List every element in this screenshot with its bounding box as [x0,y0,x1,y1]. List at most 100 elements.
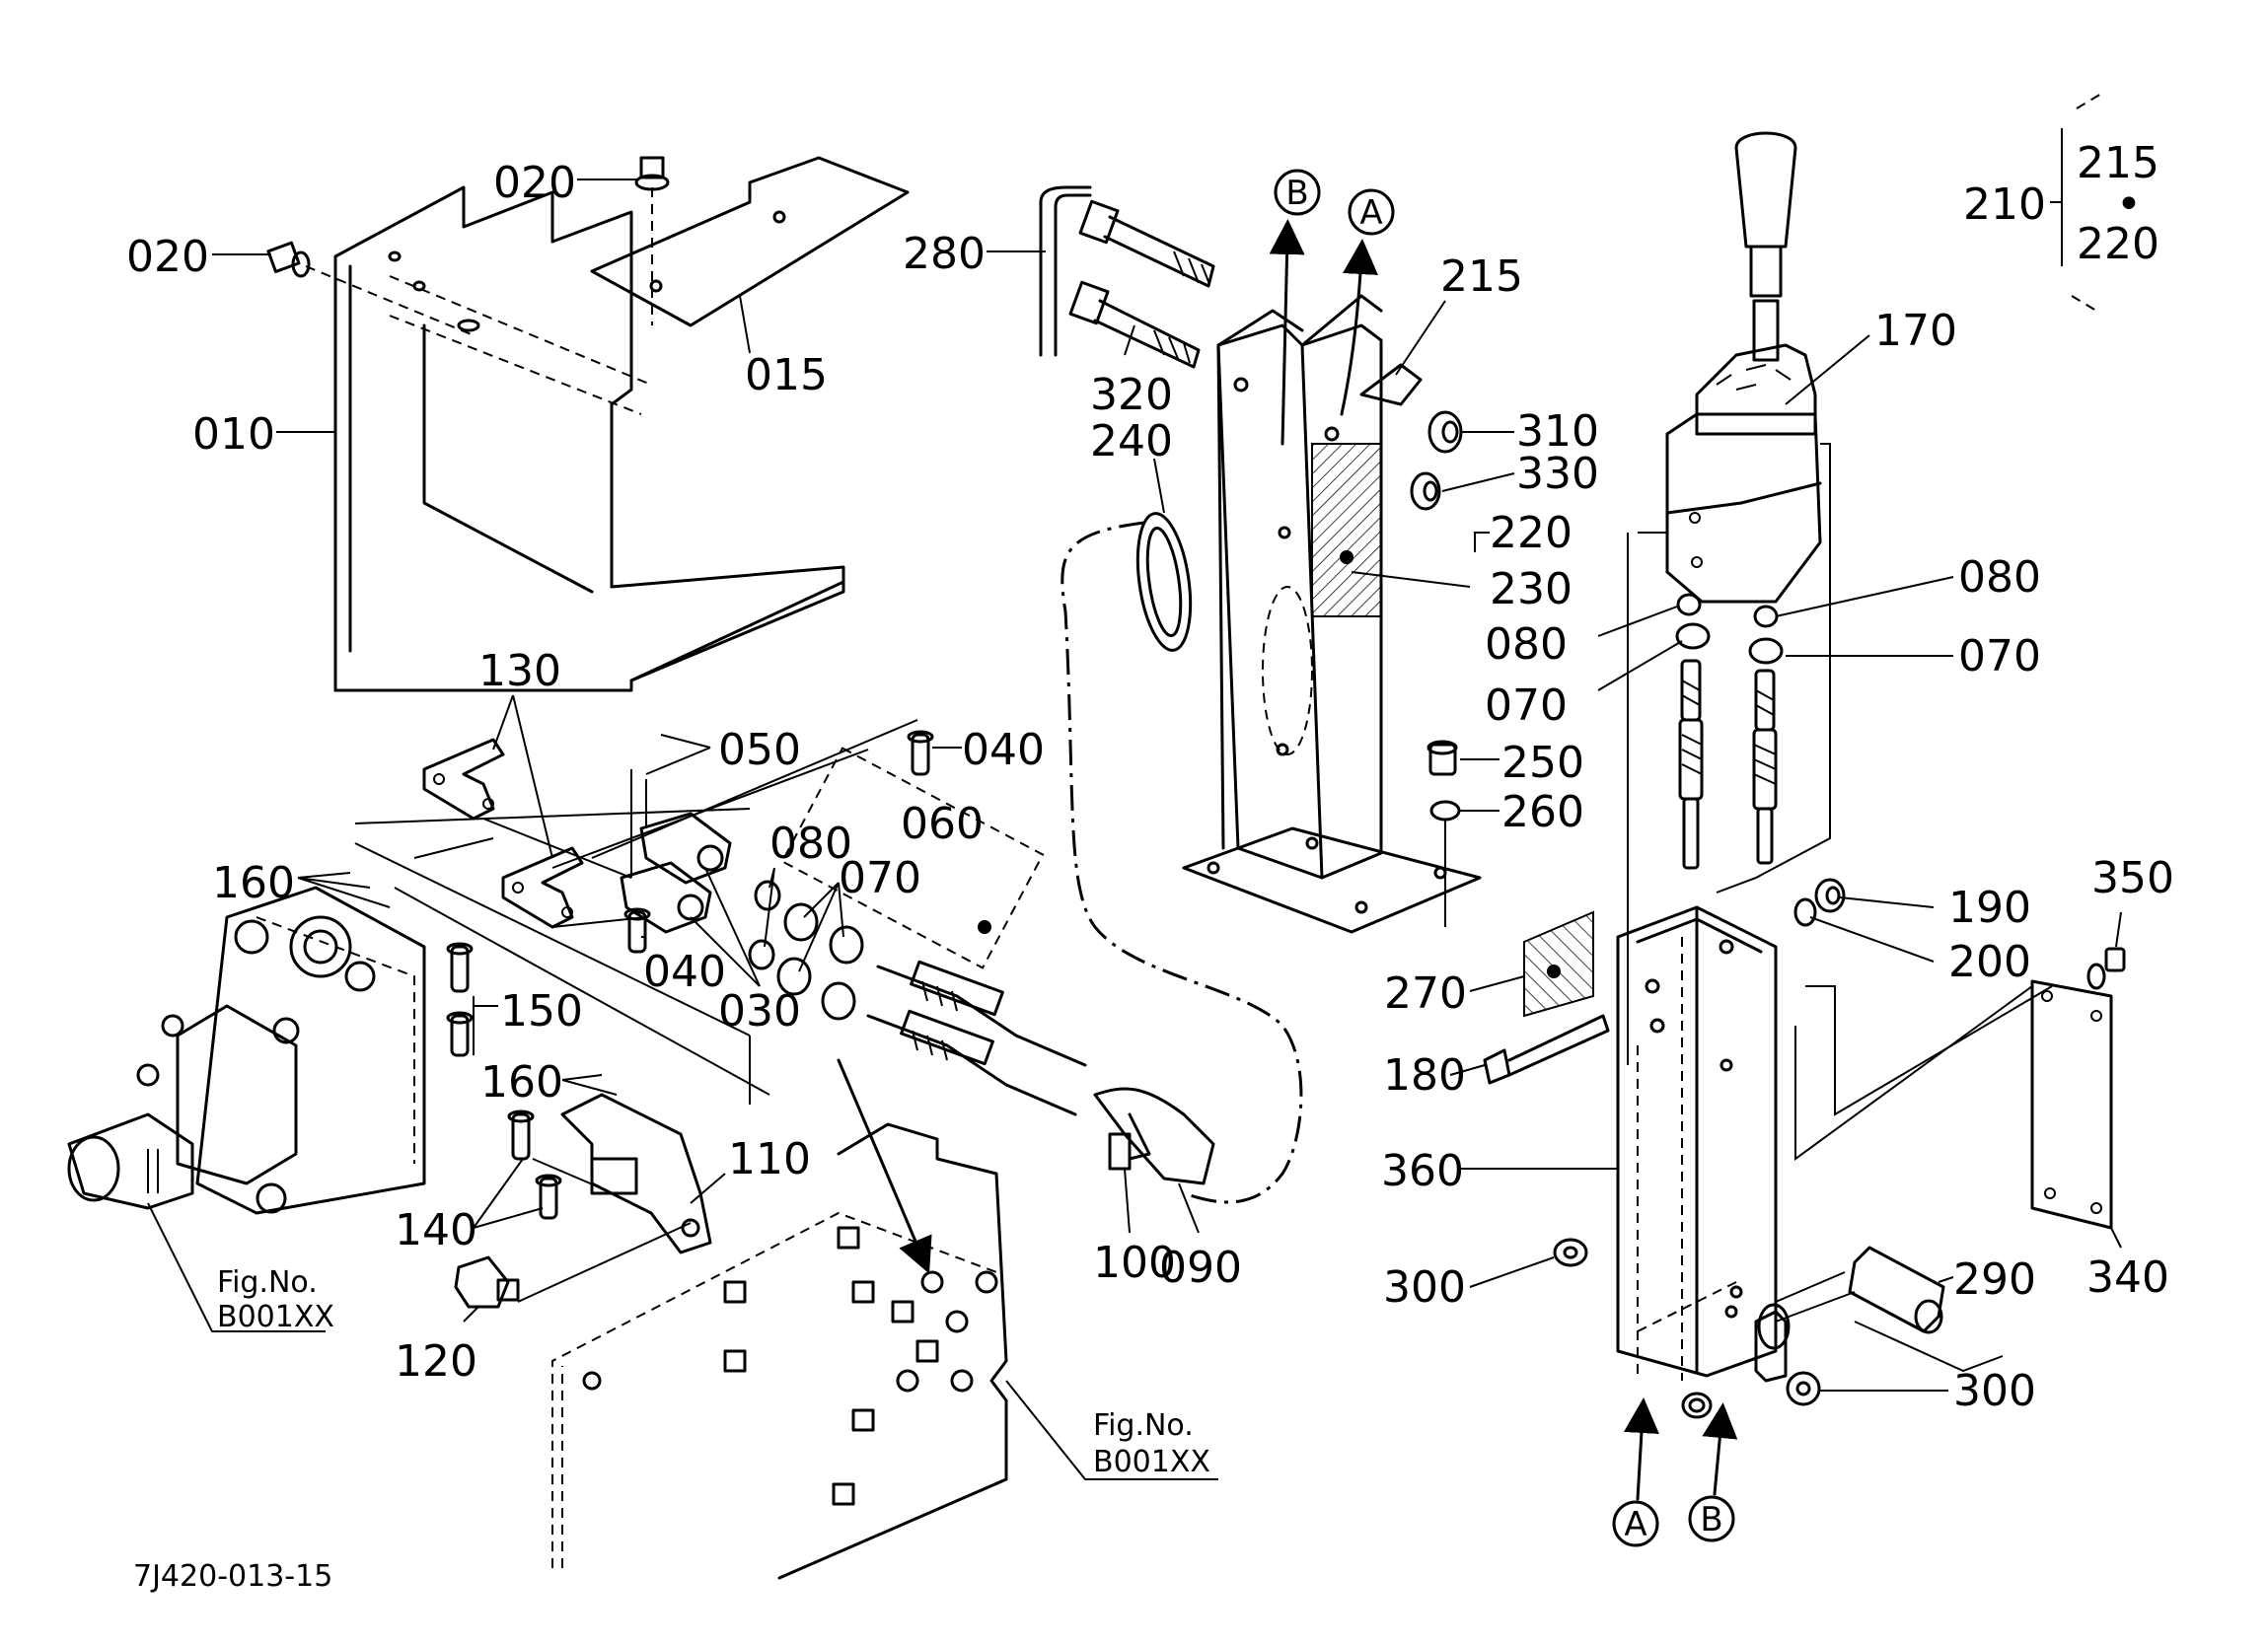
svg-text:210: 210 [1963,179,2046,230]
pin-150 [446,942,474,1057]
svg-text:040: 040 [962,725,1045,775]
callout-270: 270 [1384,968,1525,1019]
lever-stand-part [1182,294,1482,934]
callout-340: 340 [2086,1227,2169,1303]
callout-080-middle: 080 [764,819,852,948]
svg-text:330: 330 [1516,449,1599,499]
callout-180: 180 [1383,1050,1486,1101]
svg-text:100: 100 [1093,1238,1176,1288]
callout-080-right: 080 [1775,552,2041,617]
callout-160-lower: 160 [480,1057,618,1108]
svg-text:B001XX: B001XX [217,1300,334,1334]
callout-030: 030 [690,867,801,1037]
assembly-direction-arrow [837,1058,932,1274]
joint-block-030 [620,769,732,934]
svg-text:310: 310 [1516,406,1599,457]
svg-text:A: A [1624,1505,1646,1544]
callout-070-left: 070 [1485,640,1683,731]
svg-text:300: 300 [1383,1262,1466,1313]
callout-360: 360 [1381,1146,1618,1196]
callout-290: 290 [1938,1254,2036,1305]
svg-text:180: 180 [1383,1050,1466,1101]
callout-260: 260 [1460,787,1584,837]
grommet-240 [1135,512,1193,652]
svg-text:B: B [1700,1500,1722,1539]
callout-220: 220 [1351,508,1573,588]
svg-text:160: 160 [212,858,295,908]
svg-text:340: 340 [2086,1252,2169,1303]
svg-text:030: 030 [718,986,801,1037]
washer-300-left [1553,1238,1588,1267]
callout-015: 015 [739,295,828,400]
callout-310: 310 [1460,406,1599,457]
fitting-120 [454,1255,520,1309]
ref-marker-a-bottom: A [1612,1397,1659,1547]
screw-350 [2086,947,2126,990]
bolt-020-top [634,156,670,325]
callout-110: 110 [690,1134,811,1204]
svg-text:250: 250 [1501,738,1584,788]
svg-text:020: 020 [126,232,209,282]
plate-270 [1523,910,1594,1018]
callout-160-left: 160 [212,858,391,908]
bracket-box-part [333,185,845,692]
callout-070-middle: 070 [798,853,921,972]
svg-text:240: 240 [1090,416,1173,466]
callout-200: 200 [1809,916,2031,987]
ref-marker-b-bottom: B [1688,1402,1738,1542]
control-cable-pair [780,747,1215,1185]
shift-rod-right [1748,605,1784,865]
svg-text:290: 290 [1953,1254,2036,1305]
callout-120: 120 [395,1306,479,1387]
svg-text:120: 120 [395,1336,477,1387]
svg-text:160: 160 [480,1057,563,1108]
svg-text:350: 350 [2091,853,2174,903]
valve-body-part [67,886,426,1215]
svg-text:220: 220 [1490,508,1573,558]
svg-text:020: 020 [493,158,576,208]
svg-text:060: 060 [901,799,984,849]
nut-310 [1427,410,1463,454]
bracket-130-upper [422,738,505,821]
callout-060: 060 [901,799,984,849]
set-note-210: 210 215 • 220 [1963,93,2159,312]
callout-170: 170 [1785,306,1957,405]
long-bolt-320-lower [1068,280,1201,369]
callout-250: 250 [1460,738,1584,788]
svg-text:080: 080 [769,819,852,869]
callout-150: 150 [474,986,583,1037]
svg-text:360: 360 [1381,1146,1464,1196]
svg-text:Fig.No.: Fig.No. [1093,1408,1194,1443]
bracket-130-lower [501,846,584,929]
bracket-110 [560,1093,712,1254]
svg-text:•: • [2116,179,2142,230]
svg-text:270: 270 [1384,968,1467,1019]
svg-text:050: 050 [718,725,801,775]
svg-text:200: 200 [1948,937,2031,987]
callout-330: 330 [1441,449,1599,499]
callout-010: 010 [192,409,335,460]
svg-text:015: 015 [745,350,828,400]
callout-050: 050 [645,725,801,775]
callout-090: 090 [1159,1182,1242,1293]
svg-text:215: 215 [1440,251,1523,302]
lever-post-360 [1616,905,1791,1419]
svg-text:010: 010 [192,409,275,460]
svg-text:230: 230 [1490,564,1573,614]
bolt-180 [1483,1014,1610,1085]
nut-190 [1814,878,1846,913]
callout-300-left: 300 [1383,1256,1555,1313]
long-bolt-320-upper [1078,199,1215,288]
pin-140 [507,1109,562,1220]
callout-020-left: 020 [126,232,271,282]
bolt-250 [1427,740,1458,776]
shift-rod-left [1675,593,1711,870]
callout-080-left: 080 [1485,606,1678,670]
callout-215: 215 [1395,251,1523,376]
callout-100: 100 [1093,1168,1176,1288]
pin-040 [623,730,934,954]
svg-text:040: 040 [643,947,726,997]
svg-text:190: 190 [1948,883,2031,933]
nut-330 [1410,471,1441,511]
